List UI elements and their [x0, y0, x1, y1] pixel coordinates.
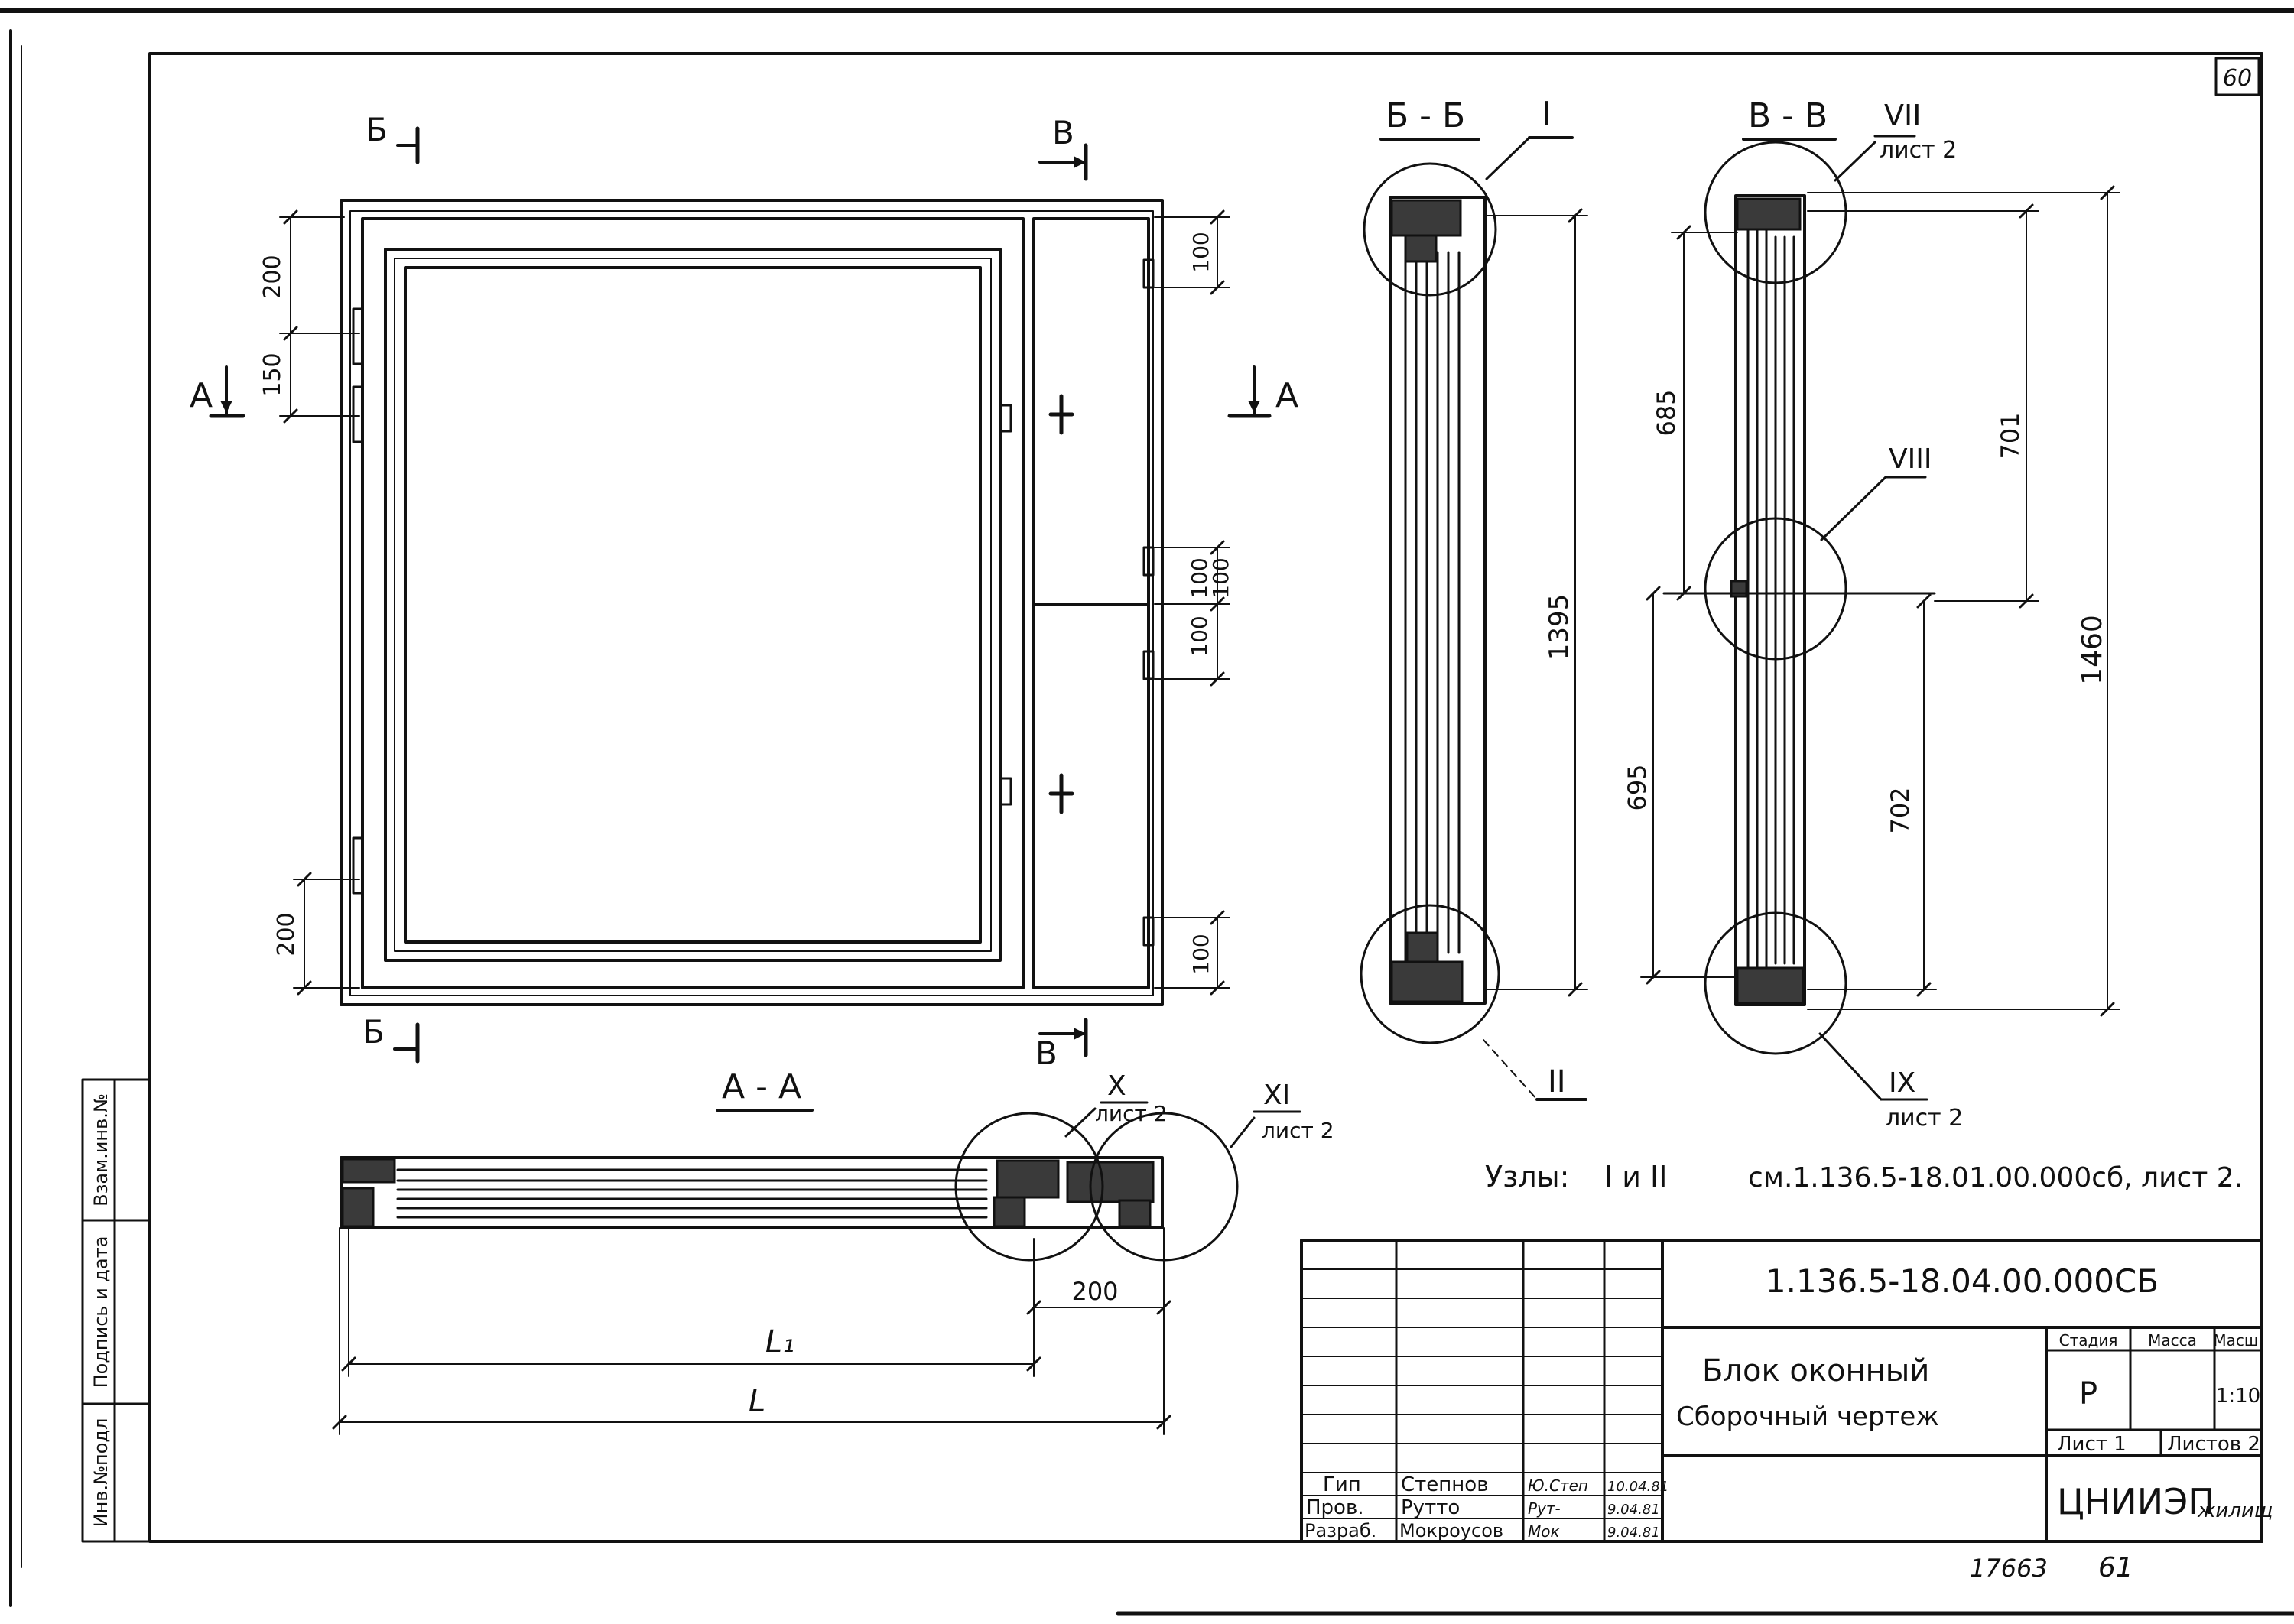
title-name-line-2: Сборочный чертеж — [1676, 1402, 1939, 1432]
sig-role-0: Гип — [1323, 1473, 1361, 1496]
section-vv-dim-lower-right: 702 — [1886, 787, 1915, 833]
section-vv-node-bottom-ref: лист 2 — [1886, 1105, 1963, 1132]
section-vv-dim-total: 1460 — [2077, 615, 2108, 685]
dim-right-bottom: 100 — [1188, 934, 1214, 974]
node-i-callout — [1363, 162, 1497, 297]
sig-role-1: Пров. — [1306, 1496, 1364, 1519]
node-ix-callout — [1704, 911, 1847, 1055]
section-vv-node-top: VII — [1884, 99, 1921, 132]
sig-sign-2: Мок — [1528, 1522, 1560, 1541]
bottom-number-left: 17663 — [1970, 1554, 2048, 1583]
nodes-note: Узлы: I и II см.1.136.5-18.01.00.000сб, … — [1485, 1160, 2243, 1194]
title-block: Гип Степнов Ю.Степ 10.04.81 Пров. Рутто … — [1300, 1239, 2273, 1543]
section-aa-dim-sash-offset: 200 — [1071, 1277, 1118, 1306]
section-vv-node-top-ref: лист 2 — [1880, 137, 1957, 164]
dim-bottom-hinge-offset: 200 — [273, 912, 300, 956]
title-sheets-label: Листов 2 — [2167, 1433, 2260, 1456]
sig-name-0: Степнов — [1401, 1473, 1489, 1496]
title-scale-header: Масш. — [2213, 1331, 2263, 1350]
sig-date-1: 9.04.81 — [1607, 1502, 1660, 1518]
section-aa-title: А - А — [722, 1067, 801, 1106]
handle-icons — [999, 394, 1074, 814]
node-vii-callout — [1704, 141, 1847, 284]
title-scale-value: 1:10 — [2216, 1385, 2260, 1408]
section-vv-node-mid: VIII — [1889, 443, 1932, 475]
title-mass-header: Масса — [2148, 1331, 2197, 1350]
front-left-dimensions: 200 150 200 — [259, 209, 360, 996]
cut-mark-v-top: В — [1052, 114, 1074, 151]
sheet-number-box: 60 — [2214, 57, 2260, 96]
front-view: 200 150 200 100 100 100 100 — [190, 111, 1298, 1072]
title-organization-suffix: жилищ — [2197, 1499, 2273, 1522]
nodes-note-refs: I и II — [1604, 1160, 1667, 1194]
sheet-border — [0, 8, 2294, 1616]
dim-hinge-spacing: 150 — [259, 352, 286, 396]
nodes-note-text: см.1.136.5-18.01.00.000сб, лист 2. — [1748, 1162, 2243, 1194]
front-right-dimensions: 100 100 100 100 100 — [1154, 209, 1233, 996]
section-vv-node-bottom: IX — [1889, 1067, 1915, 1099]
title-stage-value: Р — [2079, 1376, 2097, 1411]
cut-mark-b-top: Б — [366, 111, 388, 148]
side-stamp-col-1: Инв.№подл — [90, 1418, 112, 1528]
dim-right-top: 100 — [1188, 232, 1214, 272]
title-stage-header: Стадия — [2059, 1331, 2118, 1350]
section-aa-dim-l1: L₁ — [765, 1324, 794, 1359]
cut-mark-a-right: А — [1275, 376, 1298, 415]
dim-top-hinge-offset: 200 — [259, 255, 286, 298]
node-x-callout — [954, 1112, 1104, 1262]
section-aa-node-x-ref: лист 2 — [1095, 1101, 1168, 1126]
sig-name-1: Рутто — [1401, 1496, 1460, 1519]
title-organization: ЦНИИЭП — [2057, 1481, 2214, 1522]
section-bb-title: Б - Б — [1386, 96, 1465, 135]
cut-mark-a-left: А — [190, 376, 213, 415]
section-aa-node-xi-ref: лист 2 — [1262, 1118, 1334, 1143]
section-aa-node-xi: XI — [1263, 1080, 1290, 1111]
dim-right-mid-1: 100 — [1187, 557, 1212, 598]
side-stamp: Инв.№подл Подпись и дата Взам.инв.№ — [81, 1078, 151, 1543]
section-vv-dim-upper-right: 701 — [1996, 412, 2025, 459]
title-sheet-label: Лист 1 — [2057, 1433, 2127, 1456]
sig-sign-0: Ю.Степ — [1528, 1476, 1588, 1495]
sig-name-2: Мокроусов — [1399, 1520, 1503, 1541]
section-vv-dim-upper-left: 685 — [1652, 389, 1681, 436]
section-aa-node-x: X — [1107, 1070, 1126, 1102]
title-name-line-1: Блок оконный — [1702, 1353, 1929, 1389]
section-cut-marks: Б В А А Б В — [190, 111, 1298, 1072]
nodes-note-label: Узлы: — [1485, 1160, 1569, 1194]
sig-role-2: Разраб. — [1305, 1520, 1376, 1541]
side-stamp-col-2: Подпись и дата — [90, 1236, 112, 1389]
section-bb-node-top: I — [1542, 95, 1552, 134]
title-designation: 1.136.5-18.04.00.000СБ — [1766, 1262, 2159, 1300]
sig-date-2: 9.04.81 — [1607, 1525, 1660, 1541]
cut-mark-b-bottom: Б — [362, 1013, 385, 1051]
section-bb: Б - Б I II 1395 — [1360, 95, 1588, 1101]
section-aa-dim-l: L — [749, 1384, 765, 1419]
dim-right-mid-2: 100 — [1208, 557, 1233, 598]
cut-mark-v-bottom: В — [1035, 1034, 1058, 1072]
section-vv-title: В - В — [1748, 96, 1828, 135]
left-sash — [361, 217, 1025, 989]
sheet-number: 60 — [2223, 65, 2252, 92]
section-bb-dim-height: 1395 — [1544, 594, 1574, 661]
section-vv-dim-lower-left: 695 — [1623, 764, 1652, 810]
node-viii-callout — [1704, 517, 1847, 661]
hinge-icons — [352, 258, 1155, 947]
section-aa: А - А X лист 2 XI лист 2 200 — [332, 1067, 1334, 1435]
dim-right-mid-3: 100 — [1187, 615, 1212, 656]
node-ii-callout — [1360, 904, 1500, 1044]
section-vv: В - В VII лист 2 VIII IX лист 2 685 — [1623, 96, 2120, 1132]
section-bb-node-bottom: II — [1548, 1064, 1566, 1099]
sig-sign-1: Рут- — [1528, 1499, 1561, 1518]
side-stamp-col-3: Взам.инв.№ — [90, 1093, 112, 1207]
bottom-number-right: 61 — [2098, 1552, 2133, 1583]
sig-date-0: 10.04.81 — [1607, 1479, 1669, 1495]
